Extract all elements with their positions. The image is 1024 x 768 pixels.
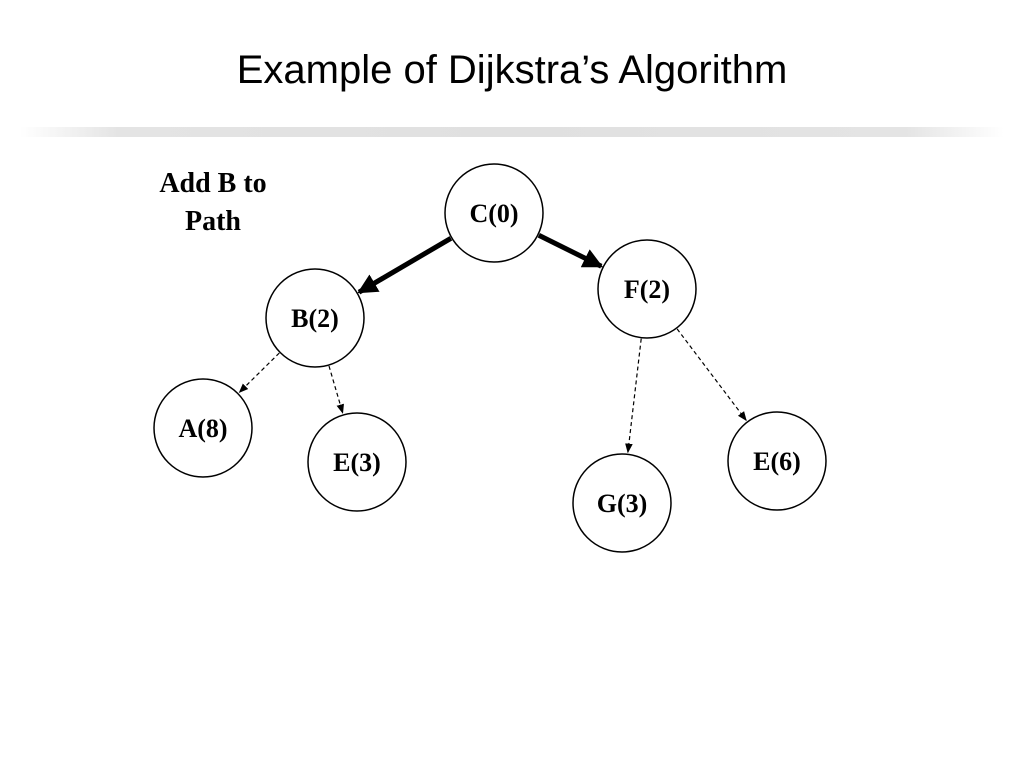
node-circle <box>444 163 544 263</box>
edges-layer <box>238 232 747 454</box>
node-e1: E(3) <box>307 412 407 512</box>
step-label-line2: Path <box>185 206 241 237</box>
step-label-line1: Add B to <box>159 168 267 199</box>
node-label: G(3) <box>597 489 648 518</box>
node-e2: E(6) <box>727 411 827 511</box>
node-label: C(0) <box>469 199 518 228</box>
step-label: Add B to Path <box>128 165 298 241</box>
node-c: C(0) <box>444 163 544 263</box>
node-circle <box>572 453 672 553</box>
title-divider <box>20 127 1004 137</box>
edge-c-to-b <box>357 236 453 295</box>
node-b: B(2) <box>265 268 365 368</box>
node-circle <box>727 411 827 511</box>
node-a: A(8) <box>153 378 253 478</box>
node-label: B(2) <box>291 304 339 333</box>
slide-title: Example of Dijkstra’s Algorithm <box>236 48 788 92</box>
edge-b-to-e1 <box>328 365 344 414</box>
edge-b-to-a <box>238 352 280 393</box>
node-label: E(6) <box>753 447 801 476</box>
edge-c-to-f <box>537 232 604 269</box>
nodes-layer: C(0) B(2) F(2) A(8) E(3) G(3) E(6) <box>153 163 827 553</box>
node-circle <box>597 239 697 339</box>
node-g: G(3) <box>572 453 672 553</box>
node-circle <box>307 412 407 512</box>
node-circle <box>265 268 365 368</box>
node-label: F(2) <box>624 275 670 304</box>
node-label: A(8) <box>178 414 227 443</box>
edge-f-to-g <box>625 338 642 454</box>
node-circle <box>153 378 253 478</box>
node-f: F(2) <box>597 239 697 339</box>
node-label: E(3) <box>333 448 381 477</box>
edge-f-to-e2 <box>676 328 747 422</box>
